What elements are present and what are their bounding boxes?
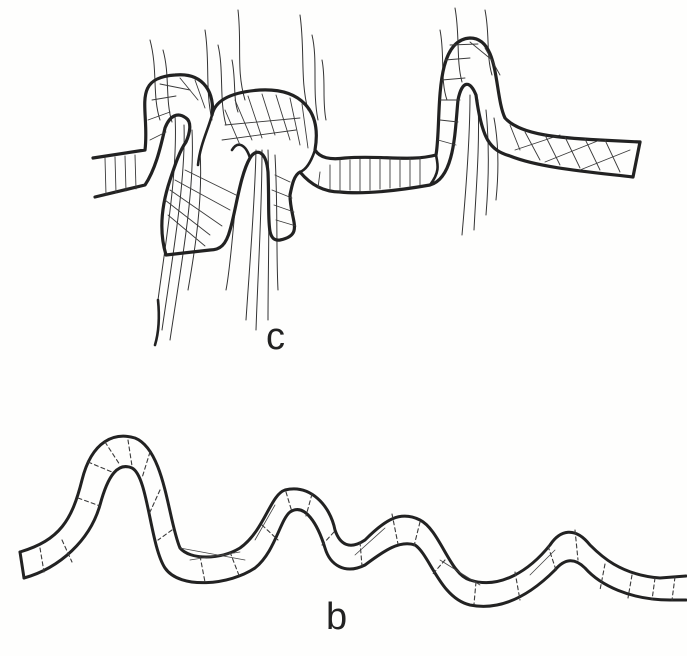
panel-b-band-outline-bottom (24, 467, 686, 607)
panel-b-band-outline-top (20, 436, 686, 582)
panel-b-left-cap (20, 552, 24, 578)
panel-b-fine-lines (180, 505, 555, 585)
panel-b-drawing (20, 436, 686, 606)
panel-b-crossings (40, 440, 675, 604)
panel-b-label: b (326, 598, 347, 636)
panel-c-drawing (93, 8, 640, 345)
panel-c-label: c (266, 318, 285, 356)
